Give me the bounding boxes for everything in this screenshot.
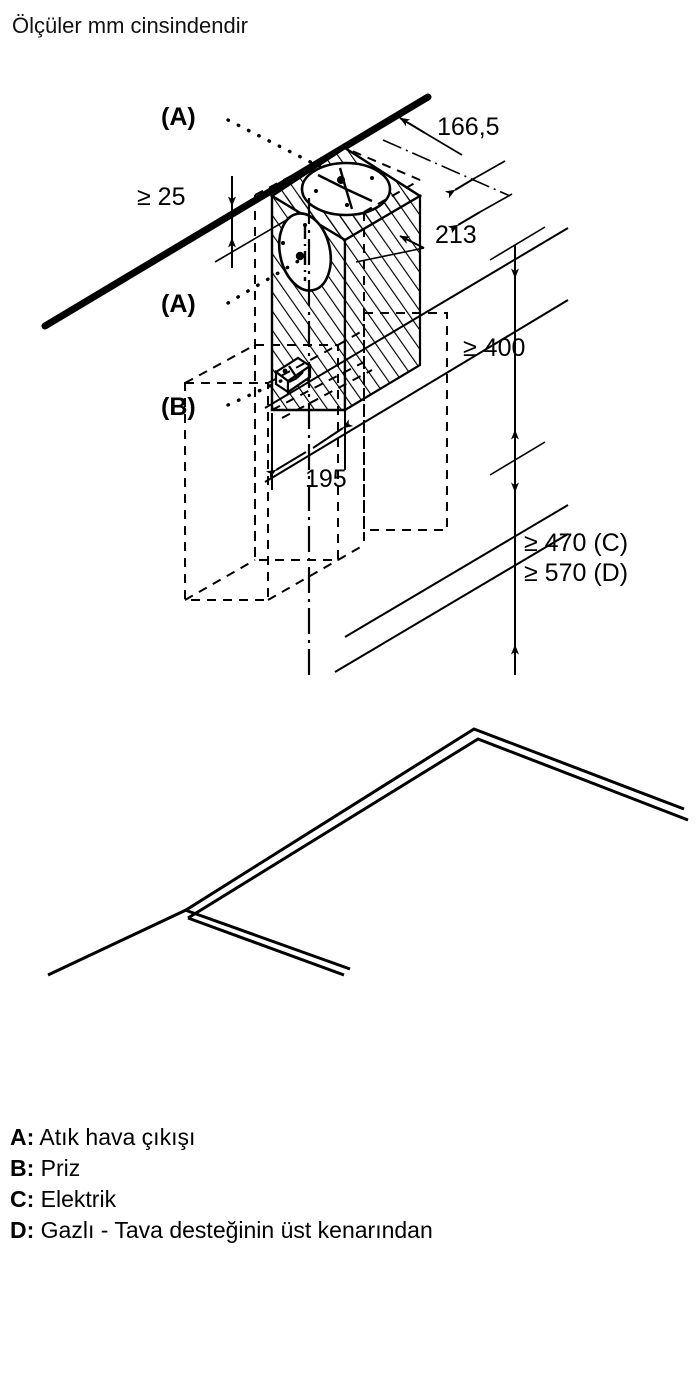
dim-label-470: ≥ 470 (C) [524, 529, 628, 557]
callout-label-b-socket: (B) [161, 393, 196, 421]
dim-166: 166,5 [382, 113, 511, 199]
legend-text-a: Atık hava çıkışı [39, 1124, 196, 1150]
dim-label-213: 213 [435, 221, 477, 249]
legend-key-a: A: [10, 1124, 35, 1150]
legend-text-b: Priz [40, 1155, 81, 1181]
dim-213: 213 [355, 193, 513, 263]
dim-label-570: ≥ 570 (D) [524, 559, 628, 587]
callout-label-a-front: (A) [161, 290, 196, 318]
dim-400: ≥ 400 [463, 226, 546, 476]
dim-label-400: ≥ 400 [463, 334, 525, 362]
legend-key-d: D: [10, 1217, 35, 1243]
ceiling-line [41, 93, 432, 330]
legend-item-b: B: Priz [10, 1153, 690, 1184]
legend-text-c: Elektrik [40, 1186, 117, 1212]
installation-drawing: ≥ 25 166,5 213 195 [41, 93, 689, 977]
legend: A: Atık hava çıkışı B: Priz C: Elektrik … [10, 1122, 690, 1246]
legend-key-b: B: [10, 1155, 35, 1181]
hood-outline-dashed [184, 147, 448, 601]
dim-label-195: 195 [305, 465, 347, 493]
units-note: Ölçüler mm cinsindendir [12, 13, 248, 38]
dim-clearance-25: ≥ 25 [137, 176, 291, 268]
callout-leaders [226, 118, 332, 407]
legend-item-c: C: Elektrik [10, 1184, 690, 1215]
callout-label-a-top: (A) [161, 103, 196, 131]
duct-outlet-top-icon [300, 161, 392, 217]
legend-text-d: Gazlı - Tava desteğinin üst kenarından [40, 1217, 433, 1243]
duct-outlet-front-icon [277, 212, 333, 292]
legend-item-d: D: Gazlı - Tava desteğinin üst kenarında… [10, 1215, 690, 1246]
countertop-outline [47, 727, 689, 977]
dim-label-25: ≥ 25 [137, 183, 185, 211]
wall-edge-lines [264, 227, 569, 673]
dim-195: 195 [265, 395, 354, 493]
legend-key-c: C: [10, 1186, 35, 1212]
dim-label-166: 166,5 [437, 113, 500, 141]
dim-470-570: ≥ 470 (C) ≥ 570 (D) [511, 460, 628, 675]
legend-item-a: A: Atık hava çıkışı [10, 1122, 690, 1153]
